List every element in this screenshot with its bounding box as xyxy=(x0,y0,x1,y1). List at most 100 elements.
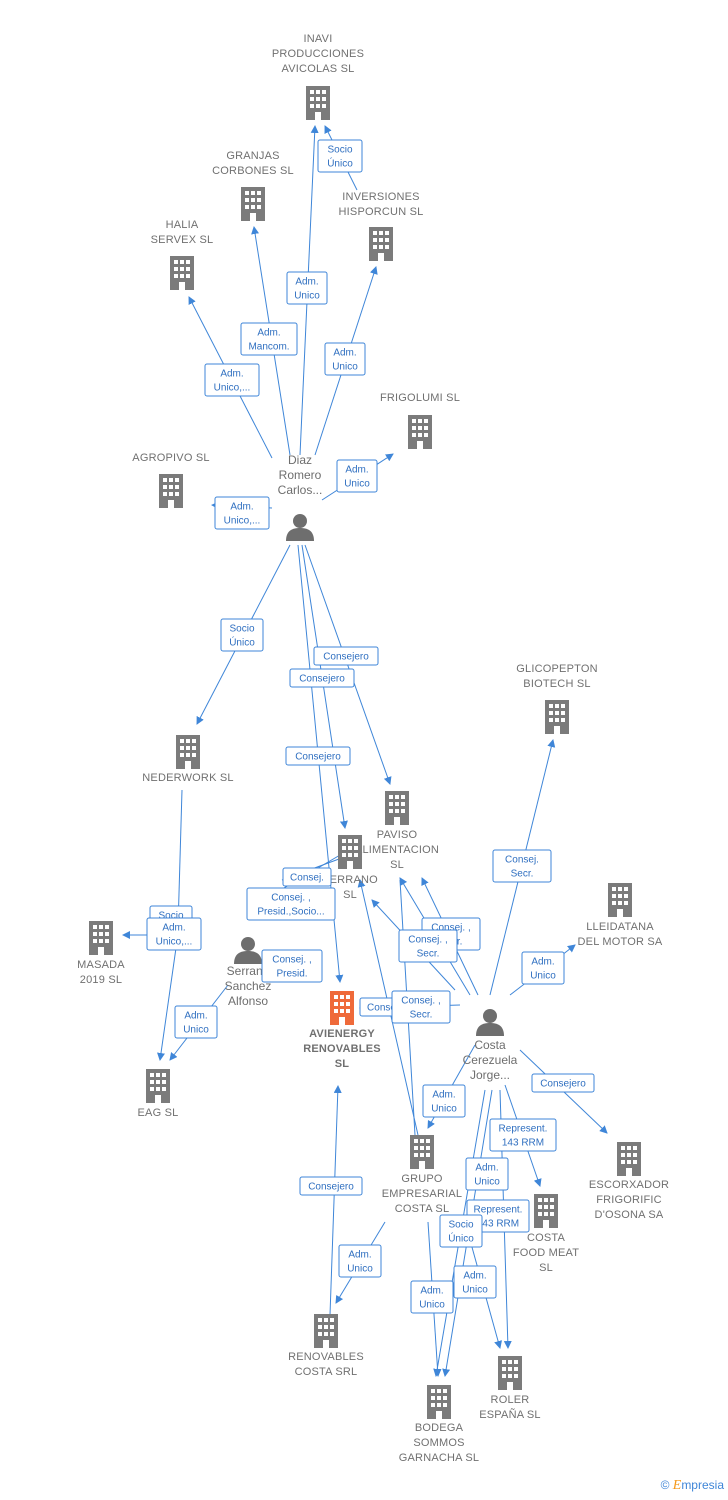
relation-label-box[interactable]: Adm.Unico,... xyxy=(146,917,202,951)
relation-label-text: Secr. xyxy=(511,869,534,880)
company-node[interactable]: NEDERWORK SL xyxy=(142,735,234,784)
building-icon xyxy=(89,921,113,955)
person-label-line: Cerezuela xyxy=(463,1053,518,1067)
relation-label-text: Adm. xyxy=(220,369,243,380)
person-label-line: Sanchez xyxy=(225,979,272,993)
relation-box-frame xyxy=(285,746,351,766)
relation-label-box[interactable]: Consejero xyxy=(285,746,351,766)
relation-label-box[interactable]: Represent.143 RRM xyxy=(489,1118,557,1152)
relation-label-box[interactable]: Adm.Unico xyxy=(453,1265,497,1299)
relation-label-box[interactable]: Adm.Unico xyxy=(286,271,328,305)
relation-label-text: Unico xyxy=(419,1300,445,1311)
brand-footer[interactable]: © Empresia xyxy=(661,1478,724,1494)
relation-label-box[interactable]: Adm.Unico xyxy=(422,1084,466,1118)
company-label-line: HISPORCUN SL xyxy=(339,206,424,218)
relation-label-box[interactable]: Adm.Mancom. xyxy=(240,322,298,356)
relation-label-text: Adm. xyxy=(230,502,253,513)
company-label-line: RENOVABLES xyxy=(303,1043,381,1055)
company-label-line: AVIENERGY xyxy=(309,1028,375,1040)
relation-label-text: Unico xyxy=(530,971,556,982)
company-label-line: ESPAÑA SL xyxy=(479,1408,541,1421)
relation-box-frame xyxy=(453,1265,497,1299)
company-label-line: LLEIDATANA xyxy=(586,921,654,933)
company-node[interactable]: INVERSIONES HISPORCUN SL xyxy=(339,191,424,261)
company-label-line: 2019 SL xyxy=(80,974,122,986)
relation-label-box[interactable]: Adm.Unico xyxy=(521,951,565,985)
company-node[interactable]: AGROPIVO SL xyxy=(132,452,209,508)
relation-label-box[interactable]: Consejero xyxy=(531,1073,595,1093)
relation-label-box[interactable]: Consej. ,Presid.,Socio... xyxy=(246,887,336,921)
company-label-line: FOOD MEAT xyxy=(513,1247,579,1259)
relation-label-box[interactable]: Consej. ,Secr. xyxy=(391,990,451,1024)
relation-label-text: Socio xyxy=(158,911,183,922)
edge xyxy=(329,1085,342,1316)
company-label-line: BODEGA xyxy=(415,1422,464,1434)
relation-label-box[interactable]: Adm.Unico xyxy=(465,1157,509,1191)
relation-label-box[interactable]: Consejero xyxy=(313,646,379,666)
relation-label-box[interactable]: Adm.Unico xyxy=(336,459,378,493)
relation-label-text: Consejero xyxy=(295,752,341,763)
relation-box-frame xyxy=(313,646,379,666)
relation-label-box[interactable]: Adm.Unico xyxy=(174,1005,218,1039)
main-company-building-icon xyxy=(330,991,354,1025)
relation-label-box[interactable]: Consejero xyxy=(289,668,355,688)
relation-label-text: Presid. xyxy=(276,969,307,980)
relation-label-box[interactable]: Adm. Unico xyxy=(410,1280,454,1314)
company-label-line: PRODUCCIONES xyxy=(272,48,364,60)
relation-label-box[interactable]: Consej.Secr. xyxy=(492,849,552,883)
person-label-line: Romero xyxy=(279,468,322,482)
relation-label-text: Adm. xyxy=(420,1286,443,1297)
company-label-line: GRANJAS xyxy=(226,150,279,162)
company-label-line: INVERSIONES xyxy=(342,191,419,203)
relation-box-frame xyxy=(422,1084,466,1118)
relation-label-box[interactable]: Adm.Unico xyxy=(324,342,366,376)
person-label-line: Serrano xyxy=(227,964,270,978)
relation-label-text: Secr. xyxy=(410,1010,433,1021)
company-label-line: ALIMENTACION xyxy=(355,844,439,856)
company-label-line: SL xyxy=(390,859,404,871)
relation-label-box[interactable]: Consejero xyxy=(299,1176,363,1196)
relation-label-box[interactable]: Adm.Unico xyxy=(338,1244,382,1278)
relation-box-frame xyxy=(439,1214,483,1248)
relation-label-box[interactable]: Adm.Unico,... xyxy=(204,363,260,397)
relation-label-text: Adm. xyxy=(475,1163,498,1174)
person-label-line: Jorge... xyxy=(470,1068,510,1082)
relation-box-frame xyxy=(174,1005,218,1039)
company-node[interactable]: EAG SL xyxy=(138,1069,179,1119)
relation-label-box[interactable]: Consej. ,Secr. xyxy=(398,929,458,963)
relation-label-box[interactable]: Consej. ,Presid. xyxy=(261,949,323,983)
company-label-line: COSTA SL xyxy=(395,1203,450,1215)
relation-label-box[interactable]: Consej. xyxy=(282,867,332,887)
relation-box-frame xyxy=(336,459,378,493)
relation-label-text: Mancom. xyxy=(248,342,289,353)
company-node[interactable]: FRIGOLUMI SL xyxy=(380,392,460,449)
building-icon xyxy=(314,1314,338,1348)
relation-box-frame xyxy=(531,1073,595,1093)
relation-label-box[interactable]: Adm.Unico,... xyxy=(214,496,270,530)
